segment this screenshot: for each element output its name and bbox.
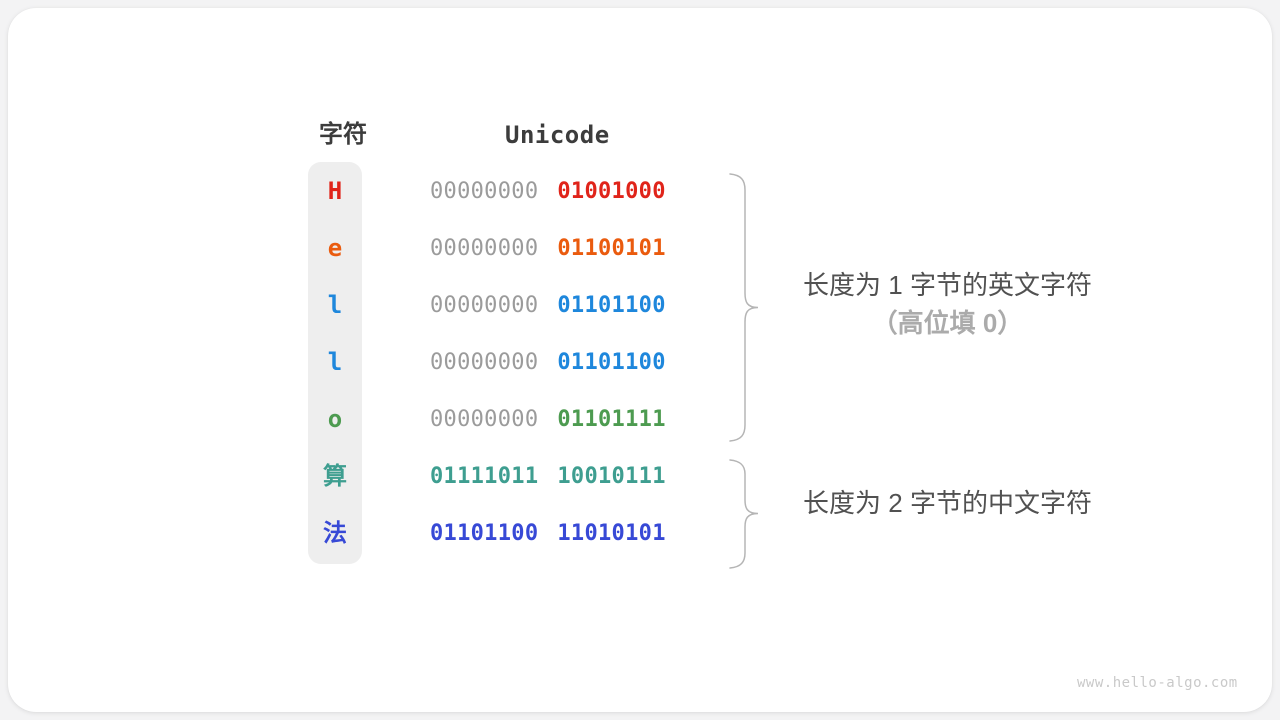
character-column-background: [308, 162, 362, 564]
high-byte: 00000000: [430, 293, 539, 318]
low-byte: 11010101: [557, 521, 666, 546]
high-byte: 01101100: [430, 521, 539, 546]
annotation-english-chars: 长度为 1 字节的英文字符 （高位填 0）: [775, 266, 1120, 342]
low-byte: 01101100: [557, 350, 666, 375]
unicode-binary: 00000000 01101111: [430, 391, 666, 448]
high-byte: 00000000: [430, 236, 539, 261]
table-row: l 00000000 01101100: [8, 334, 1272, 391]
low-byte: 01100101: [557, 236, 666, 261]
column-header-unicode: Unicode: [505, 121, 610, 149]
character-cell: l: [327, 291, 343, 319]
high-byte: 00000000: [430, 407, 539, 432]
character-cell: o: [327, 405, 343, 433]
annotation-english-line1: 长度为 1 字节的英文字符: [803, 270, 1092, 300]
character-cell: e: [327, 234, 343, 262]
table-row: o 00000000 01101111: [8, 391, 1272, 448]
unicode-binary: 00000000 01101100: [430, 334, 666, 391]
unicode-binary: 00000000 01001000: [430, 163, 666, 220]
table-row: 法 01101100 11010101: [8, 505, 1272, 562]
high-byte: 01111011: [430, 464, 539, 489]
low-byte: 01101111: [557, 407, 666, 432]
annotation-chinese-chars: 长度为 2 字节的中文字符: [775, 484, 1120, 522]
table-row: e 00000000 01100101: [8, 220, 1272, 277]
low-byte: 10010111: [557, 464, 666, 489]
character-cell: l: [327, 348, 343, 376]
diagram-card: 字符 Unicode H 00000000 01001000 e 0000000…: [8, 8, 1272, 712]
high-byte: 00000000: [430, 179, 539, 204]
unicode-binary: 01111011 10010111: [430, 448, 666, 505]
annotation-chinese-line1: 长度为 2 字节的中文字符: [803, 488, 1092, 518]
table-row: l 00000000 01101100: [8, 277, 1272, 334]
watermark-url: www.hello-algo.com: [1077, 675, 1238, 691]
encoding-table: H 00000000 01001000 e 00000000 01100101 …: [8, 163, 1272, 562]
unicode-binary: 01101100 11010101: [430, 505, 666, 562]
column-header-char: 字符: [319, 121, 367, 148]
character-cell: 算: [323, 462, 347, 490]
low-byte: 01001000: [557, 179, 666, 204]
table-row: 算 01111011 10010111: [8, 448, 1272, 505]
unicode-binary: 00000000 01101100: [430, 277, 666, 334]
table-row: H 00000000 01001000: [8, 163, 1272, 220]
character-cell: H: [327, 177, 343, 205]
low-byte: 01101100: [557, 293, 666, 318]
unicode-binary: 00000000 01100101: [430, 220, 666, 277]
character-cell: 法: [323, 519, 347, 547]
high-byte: 00000000: [430, 350, 539, 375]
annotation-english-line2: （高位填 0）: [871, 308, 1024, 338]
